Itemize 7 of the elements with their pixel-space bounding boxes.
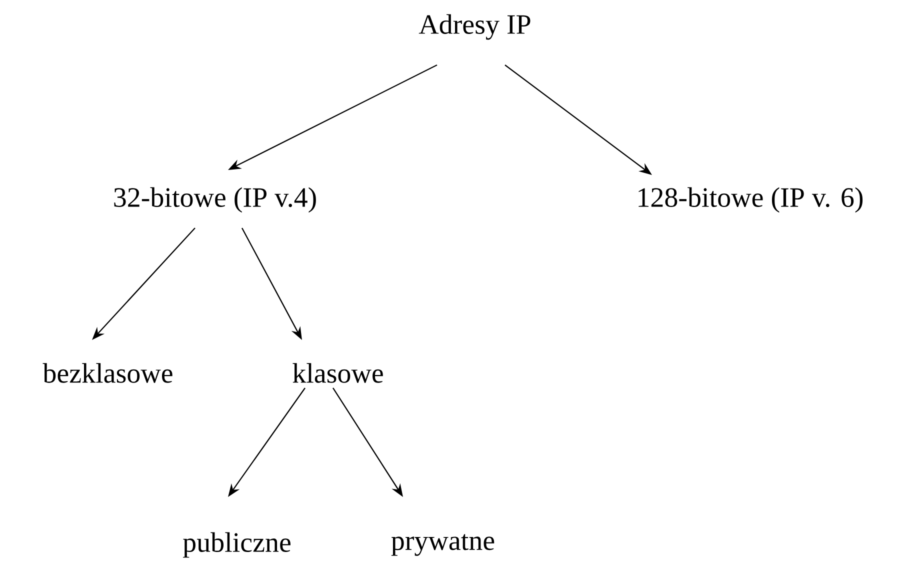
node-label: klasowe [292,363,383,383]
node-label: 32-bitowe (IP v.4) [114,187,316,213]
node-label: Adresy IP [418,14,530,40]
node-label: bezklasowe [42,363,172,383]
node-label: publiczne [183,532,290,558]
node-label: prywatne [391,534,494,556]
node-label: 128-bitowe (IP v. 6) [638,187,863,213]
